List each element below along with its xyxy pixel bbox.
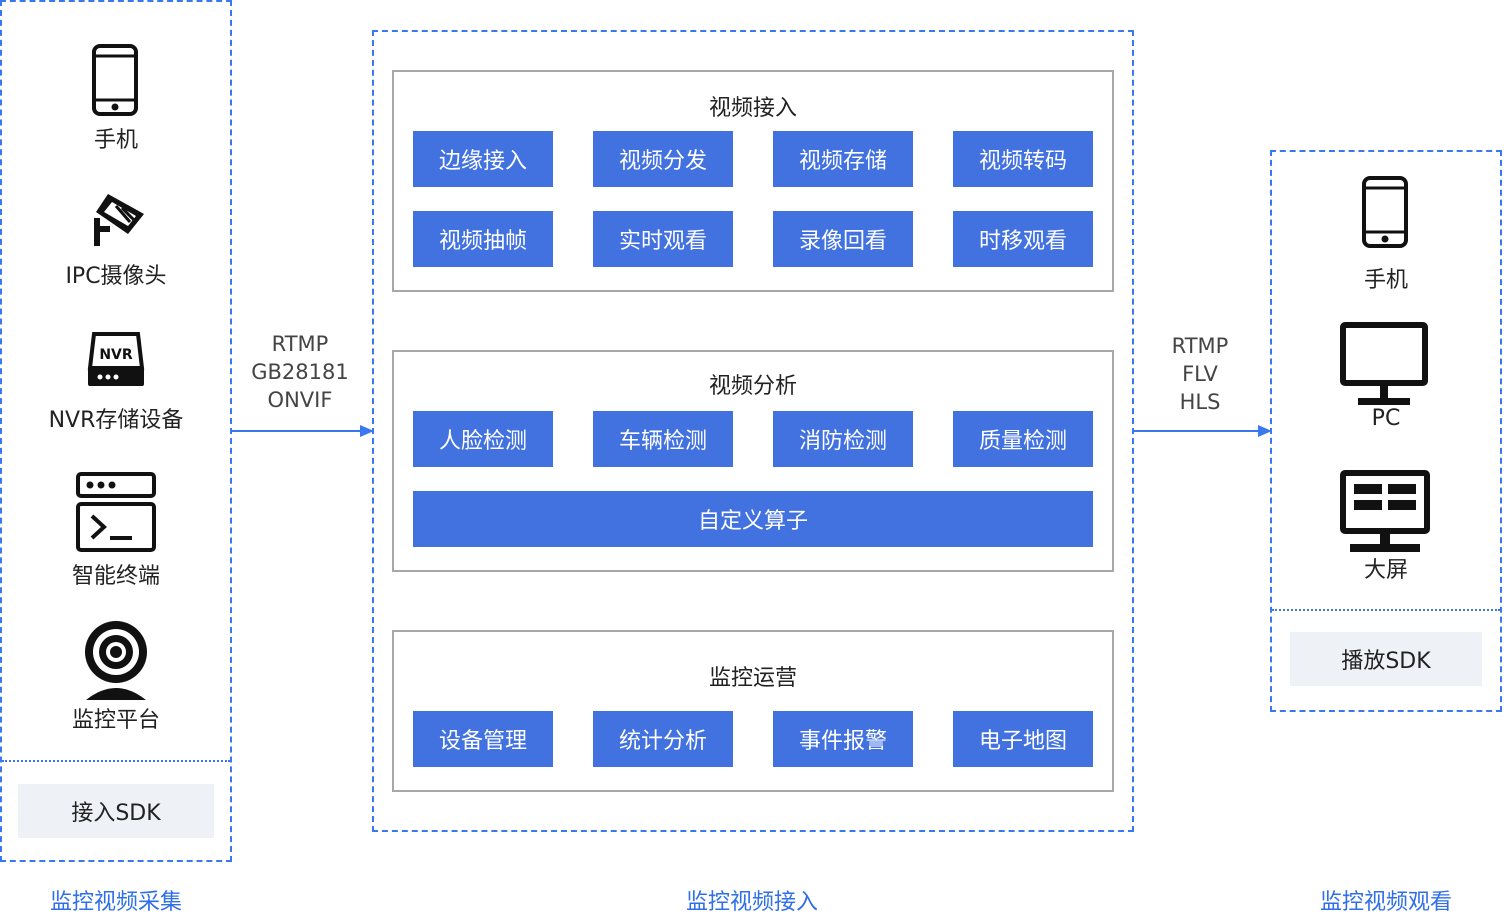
protocol-in-2: GB28181 <box>251 360 349 384</box>
module-fire-detect[interactable]: 消防检测 <box>773 411 913 467</box>
module-video-distribution[interactable]: 视频分发 <box>593 131 733 187</box>
collection-caption: 监控视频采集 <box>49 890 182 915</box>
module-vehicle-detect[interactable]: 车辆检测 <box>593 411 733 467</box>
device-label-nvr: NVR存储设备 <box>48 408 184 433</box>
device-label-platform: 监控平台 <box>71 708 160 733</box>
module-playback[interactable]: 录像回看 <box>773 211 913 267</box>
monitor-icon <box>1340 322 1428 405</box>
nvr-storage-icon: NVR <box>87 332 145 386</box>
arrow-out <box>1134 425 1272 437</box>
access-caption: 监控视频接入 <box>685 890 818 915</box>
protocol-out-1: RTMP <box>1171 334 1229 358</box>
module-custom-operator[interactable]: 自定义算子 <box>413 491 1093 547</box>
ipc-camera-icon <box>94 194 144 246</box>
viewing-panel <box>1270 150 1502 712</box>
module-edge-access[interactable]: 边缘接入 <box>413 131 553 187</box>
device-label-terminal: 智能终端 <box>71 564 160 589</box>
collection-panel <box>0 0 232 862</box>
terminal-icon <box>76 472 156 552</box>
svg-text:NVR: NVR <box>99 347 133 363</box>
viewer-label-pc: PC <box>1371 406 1401 431</box>
access-panel <box>372 30 1134 832</box>
big-screen-icon <box>1340 470 1430 552</box>
protocol-out-3: HLS <box>1179 390 1221 414</box>
module-video-storage[interactable]: 视频存储 <box>773 131 913 187</box>
protocol-in-1: RTMP <box>271 332 329 356</box>
protocol-out-2: FLV <box>1182 362 1218 386</box>
access-sdk-box: 接入SDK <box>18 784 214 838</box>
group-title-video-analysis: 视频分析 <box>708 374 797 399</box>
viewing-caption: 监控视频观看 <box>1319 890 1452 915</box>
viewing-divider <box>1272 609 1500 611</box>
player-sdk-box: 播放SDK <box>1290 632 1482 686</box>
module-statistics[interactable]: 统计分析 <box>593 711 733 767</box>
module-face-detect[interactable]: 人脸检测 <box>413 411 553 467</box>
arrow-in <box>232 425 374 437</box>
module-device-mgmt[interactable]: 设备管理 <box>413 711 553 767</box>
phone-icon <box>1362 176 1408 248</box>
module-timeshift[interactable]: 时移观看 <box>953 211 1093 267</box>
device-label-phone: 手机 <box>93 128 138 153</box>
device-label-ipc: IPC摄像头 <box>65 264 167 289</box>
collection-divider <box>2 760 230 762</box>
viewer-label-bigscreen: 大屏 <box>1363 558 1408 583</box>
phone-icon <box>92 44 138 116</box>
module-event-alarm[interactable]: 事件报警 <box>773 711 913 767</box>
module-video-transcode[interactable]: 视频转码 <box>953 131 1093 187</box>
group-title-video-access: 视频接入 <box>708 96 797 121</box>
group-title-monitoring-ops: 监控运营 <box>708 666 797 691</box>
viewer-label-phone: 手机 <box>1363 268 1408 293</box>
webcam-icon <box>85 621 147 700</box>
module-quality-detect[interactable]: 质量检测 <box>953 411 1093 467</box>
module-live-view[interactable]: 实时观看 <box>593 211 733 267</box>
module-e-map[interactable]: 电子地图 <box>953 711 1093 767</box>
protocol-in-3: ONVIF <box>267 388 333 412</box>
module-frame-extract[interactable]: 视频抽帧 <box>413 211 553 267</box>
